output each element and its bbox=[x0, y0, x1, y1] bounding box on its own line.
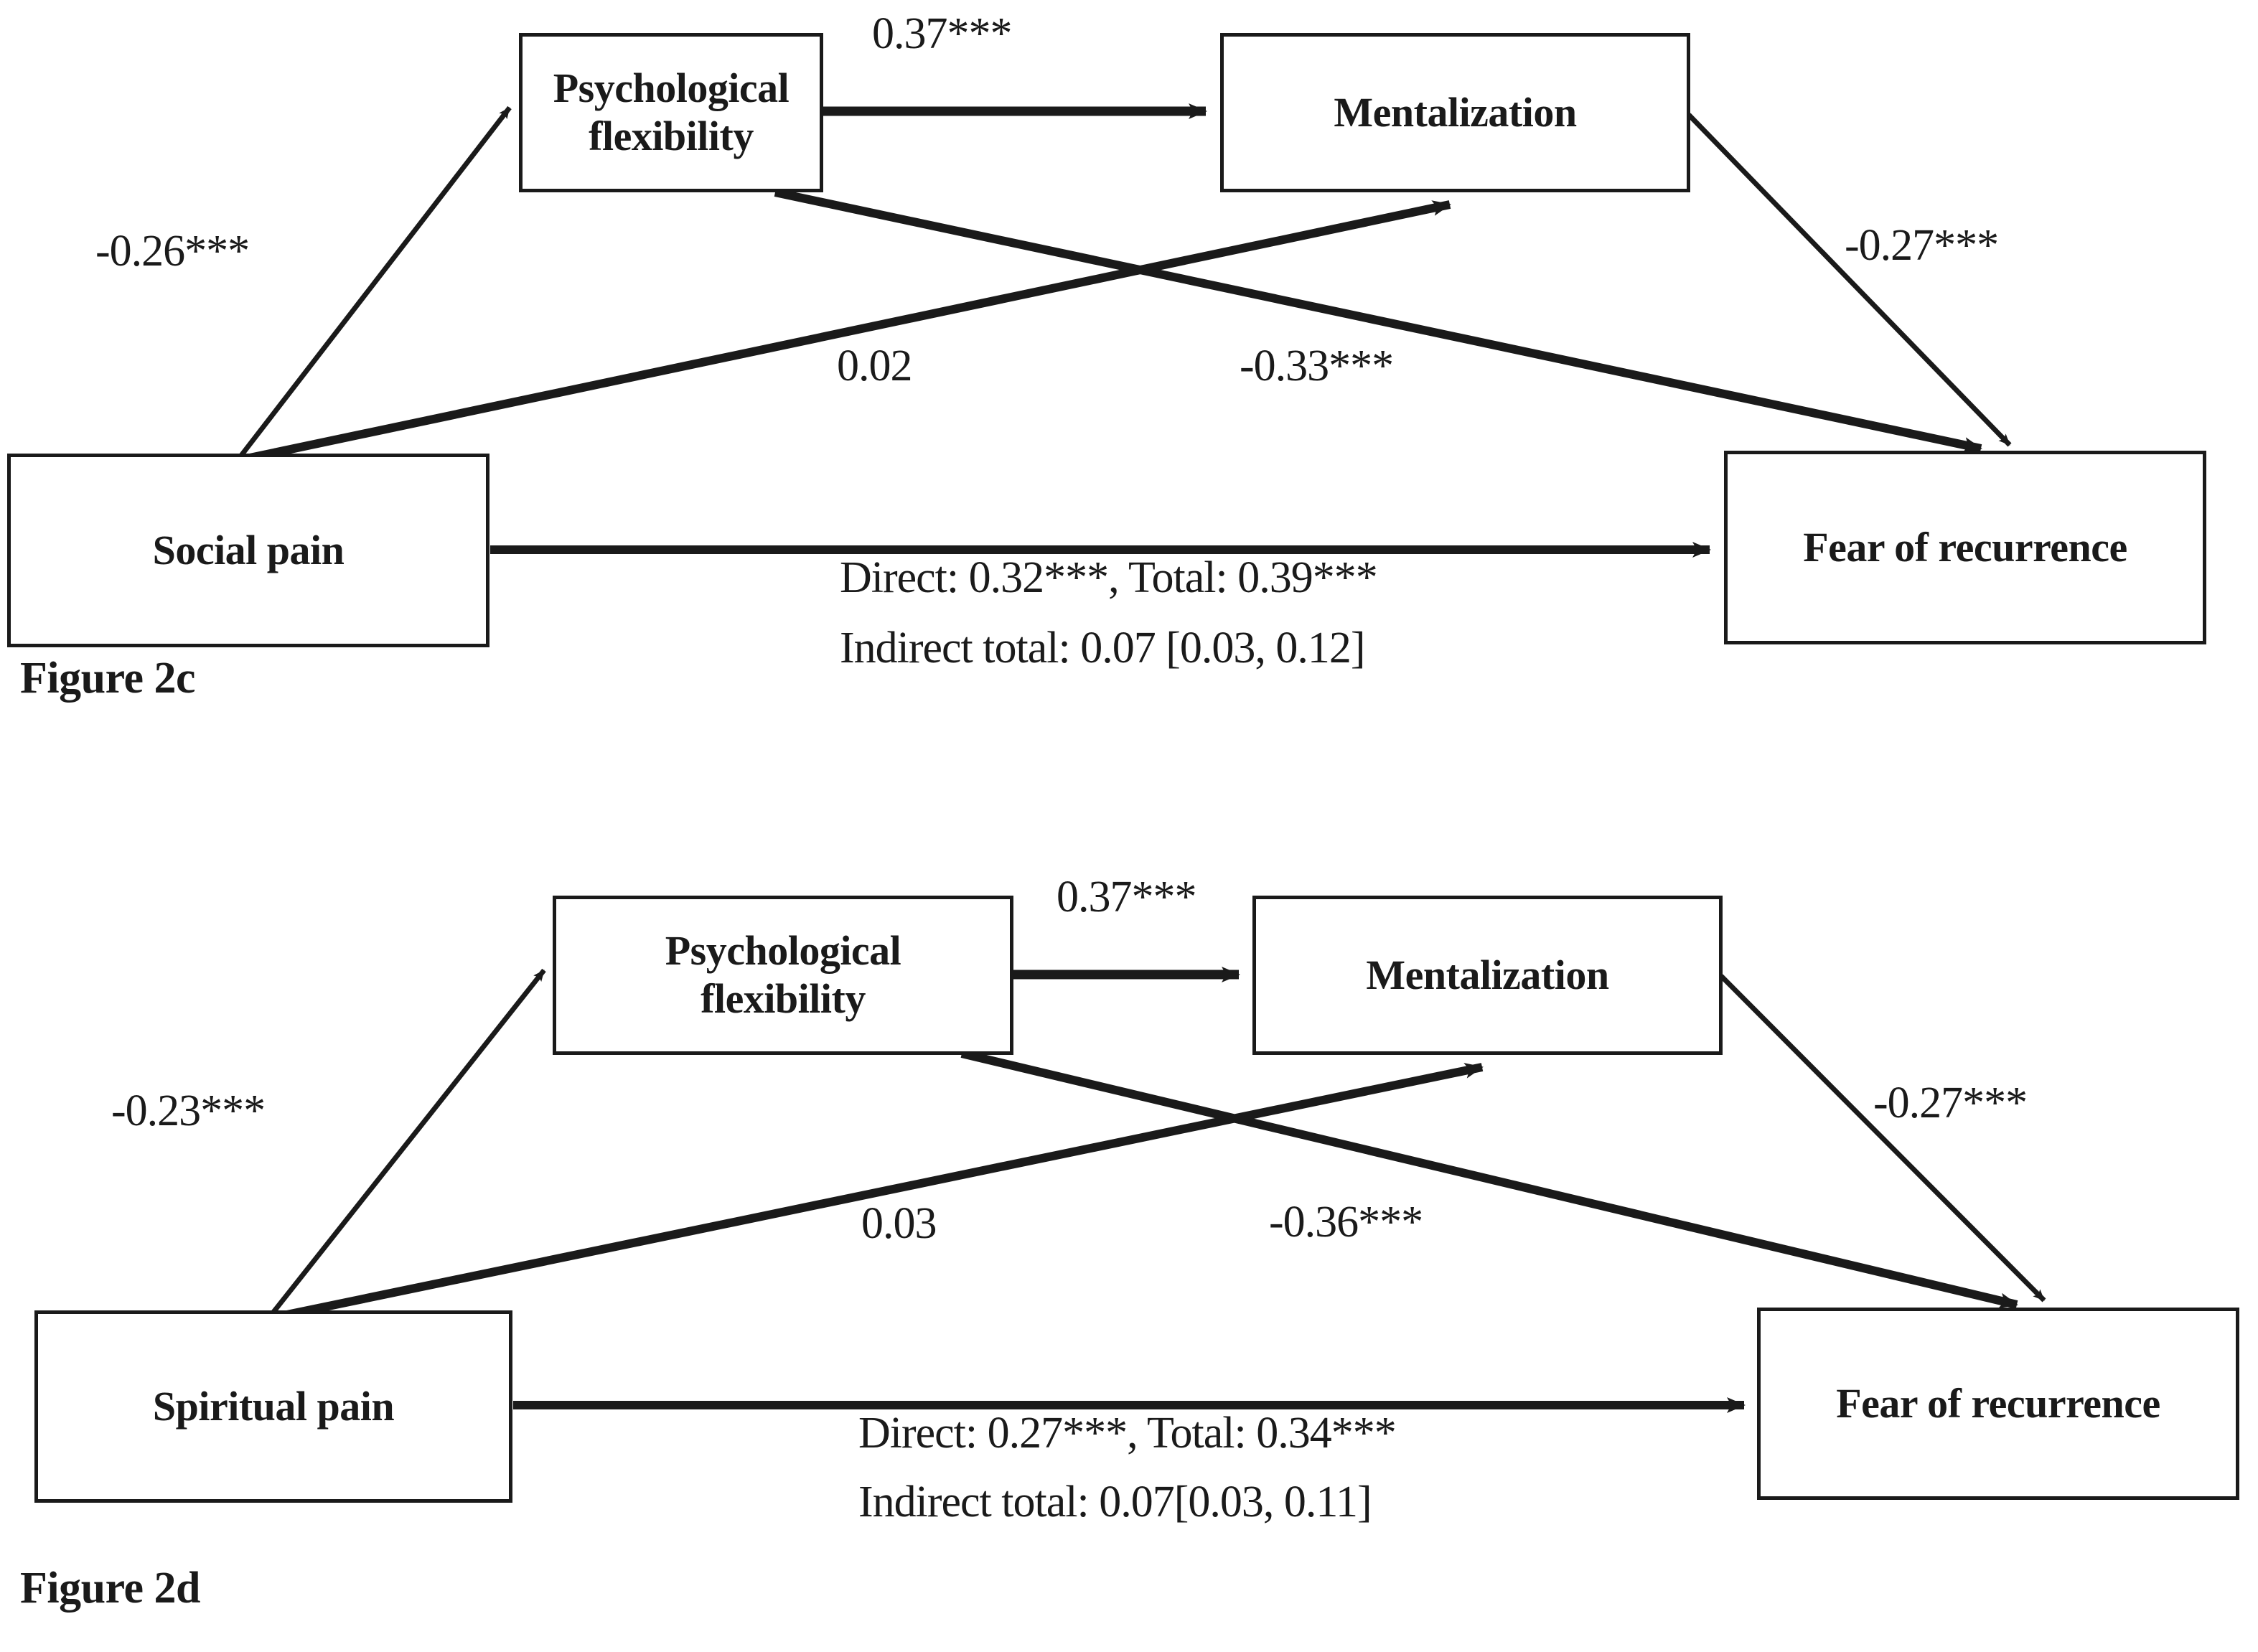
node-2c-mentalization[interactable]: Mentalization bbox=[1220, 33, 1690, 192]
node-label: Social pain bbox=[152, 526, 345, 573]
node-label-line1: Psychological bbox=[553, 65, 790, 112]
edge-2d-spiritualpain-to-flexibility bbox=[269, 968, 546, 1317]
node-2c-fear-of-recurrence[interactable]: Fear of recurrence bbox=[1724, 451, 2206, 644]
figure-caption-2d: Figure 2d bbox=[20, 1564, 200, 1613]
path-label-2c-flexibility-to-mentalization: 0.37*** bbox=[872, 9, 1012, 58]
path-label-2d-predictor-to-flexibility: -0.23*** bbox=[111, 1087, 266, 1135]
path-label-2d-flexibility-to-outcome: -0.36*** bbox=[1269, 1198, 1423, 1247]
node-label: Fear of recurrence bbox=[1836, 1379, 2160, 1427]
effects-2c-indirect-total: Indirect total: 0.07 [0.03, 0.12] bbox=[840, 624, 1365, 672]
path-label-2c-mentalization-to-outcome: -0.27*** bbox=[1845, 221, 1999, 270]
edge-2c-mentalization-to-fear bbox=[1687, 113, 2012, 447]
effects-2c-direct-total: Direct: 0.32***, Total: 0.39*** bbox=[840, 553, 1378, 602]
edge-2d-flexibility-to-fear bbox=[960, 1049, 2018, 1309]
figure-caption-2c: Figure 2c bbox=[20, 654, 196, 703]
path-label-2c-predictor-to-flexibility: -0.26*** bbox=[95, 227, 250, 276]
edge-2d-spiritualpain-to-mentalization bbox=[278, 1063, 1484, 1320]
node-2c-psychological-flexibility[interactable]: Psychological flexibility bbox=[519, 33, 823, 192]
edge-2c-flexibility-to-fear bbox=[774, 188, 1982, 453]
edge-2c-socialpain-to-mentalization bbox=[248, 200, 1451, 462]
path-label-2d-mentalization-to-outcome: -0.27*** bbox=[1873, 1079, 2028, 1127]
node-2d-spiritual-pain[interactable]: Spiritual pain bbox=[34, 1310, 512, 1503]
edge-2d-mentalization-to-fear bbox=[1719, 974, 2046, 1303]
node-2d-psychological-flexibility[interactable]: Psychological flexibility bbox=[553, 896, 1013, 1055]
path-label-2d-flexibility-to-mentalization: 0.37*** bbox=[1057, 873, 1196, 921]
path-label-2c-predictor-to-mentalization: 0.02 bbox=[837, 342, 912, 390]
node-2d-fear-of-recurrence[interactable]: Fear of recurrence bbox=[1757, 1308, 2239, 1500]
path-label-2c-flexibility-to-outcome: -0.33*** bbox=[1240, 342, 1394, 390]
node-label: Mentalization bbox=[1334, 88, 1577, 136]
node-label-line2: flexibility bbox=[701, 975, 866, 1022]
path-label-2d-predictor-to-mentalization: 0.03 bbox=[861, 1199, 937, 1248]
node-label-line2: flexibility bbox=[589, 113, 754, 159]
node-label: Mentalization bbox=[1366, 951, 1609, 998]
effects-2d-indirect-total: Indirect total: 0.07[0.03, 0.11] bbox=[858, 1478, 1372, 1526]
node-2c-social-pain[interactable]: Social pain bbox=[7, 454, 489, 647]
node-label: Spiritual pain bbox=[152, 1382, 395, 1430]
node-label-line1: Psychological bbox=[665, 927, 901, 975]
node-2d-mentalization[interactable]: Mentalization bbox=[1252, 896, 1723, 1055]
node-label: Fear of recurrence bbox=[1803, 523, 2127, 571]
effects-2d-direct-total: Direct: 0.27***, Total: 0.34*** bbox=[858, 1409, 1397, 1458]
edge-2c-socialpain-to-flexibility bbox=[238, 105, 512, 459]
